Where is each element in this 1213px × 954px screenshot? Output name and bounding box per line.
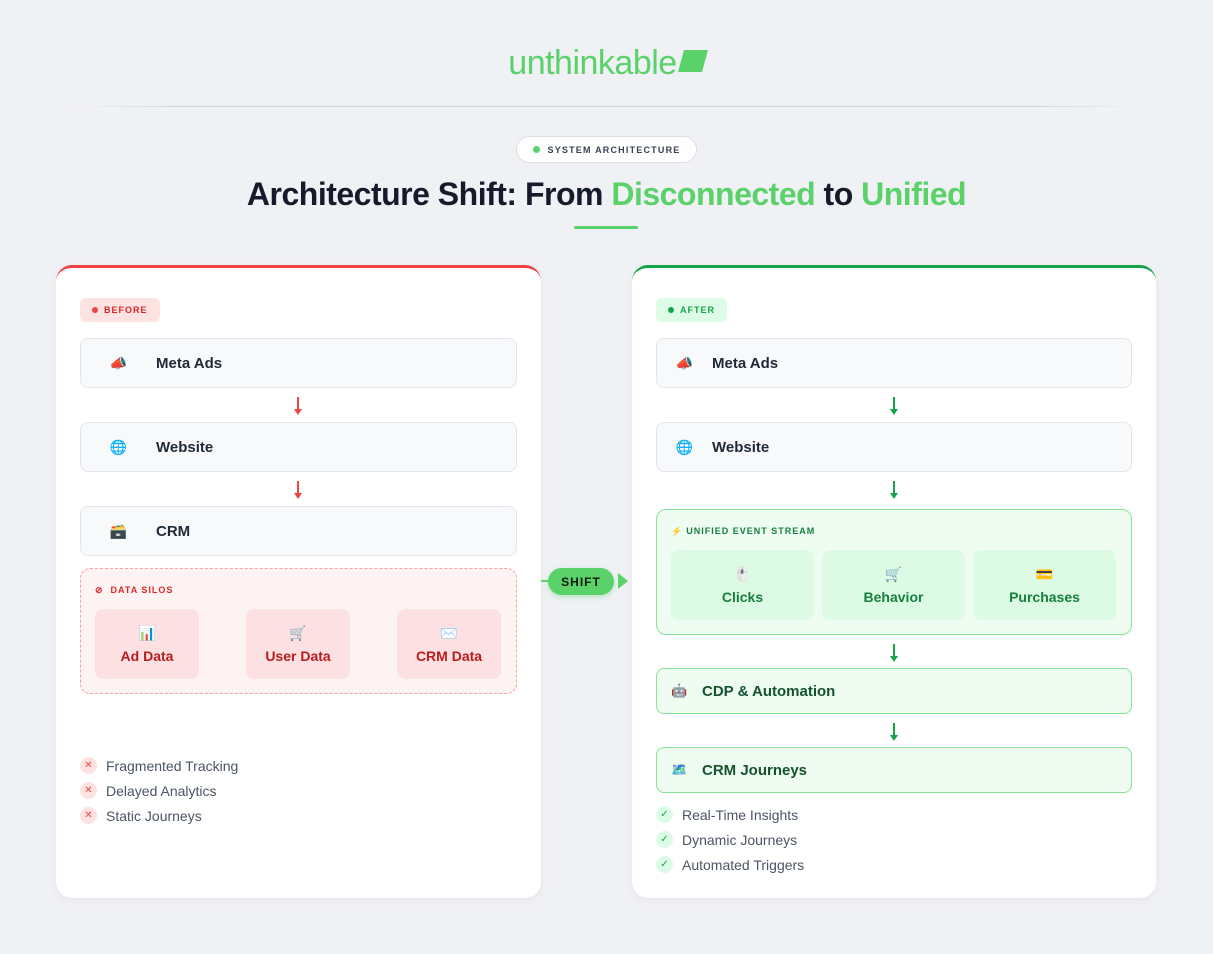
arrow-down — [294, 397, 302, 415]
node-meta-ads: 📣Meta Ads — [656, 338, 1132, 388]
node-meta-ads: 📣Meta Ads — [80, 338, 517, 388]
arrow-down — [294, 481, 302, 499]
tile-crm-data: ✉️CRM Data — [397, 609, 501, 679]
robot-icon: 🤖 — [671, 683, 688, 698]
prohibited-icon: ⊘ — [95, 585, 104, 595]
mouse-icon: 🖱️ — [733, 565, 752, 582]
flag-icon — [677, 50, 708, 72]
x-icon: ✕ — [80, 782, 97, 799]
data-silos: ⊘DATA SILOS 📊Ad Data 🛒User Data ✉️CRM Da… — [80, 568, 517, 694]
envelope-icon: ✉️ — [440, 624, 458, 641]
shift-badge: SHIFT — [548, 568, 614, 595]
globe-icon: 🌐 — [109, 438, 128, 455]
unthinkable-logo: unthinkable — [0, 44, 1213, 83]
list-item: ✕Fragmented Tracking — [80, 753, 238, 778]
title-underline — [574, 226, 638, 229]
node-crm: 🗃️CRM — [80, 506, 517, 556]
unified-event-stream: ⚡UNIFIED EVENT STREAM 🖱️Clicks 🛒Behavior… — [656, 509, 1132, 635]
megaphone-icon: 📣 — [675, 354, 694, 371]
stream-title: ⚡UNIFIED EVENT STREAM — [671, 526, 816, 536]
megaphone-icon: 📣 — [109, 354, 128, 371]
check-icon: ✓ — [656, 806, 673, 823]
shift-arrow-icon — [618, 573, 628, 589]
list-item: ✓Dynamic Journeys — [656, 827, 804, 852]
issues-list: ✕Fragmented Tracking ✕Delayed Analytics … — [80, 753, 238, 828]
arrow-down — [890, 397, 898, 415]
check-icon: ✓ — [656, 856, 673, 873]
tile-user-data: 🛒User Data — [246, 609, 350, 679]
x-icon: ✕ — [80, 757, 97, 774]
lightning-icon: ⚡ — [671, 526, 684, 536]
section-pill: SYSTEM ARCHITECTURE — [516, 136, 697, 163]
globe-icon: 🌐 — [675, 438, 694, 455]
arrow-down — [890, 644, 898, 662]
tile-behavior: 🛒Behavior — [822, 550, 965, 620]
list-item: ✓Real-Time Insights — [656, 802, 804, 827]
page-title: Architecture Shift: From Disconnected to… — [246, 176, 967, 212]
list-item: ✕Delayed Analytics — [80, 778, 238, 803]
map-icon: 🗺️ — [671, 762, 688, 777]
after-badge: AFTER — [656, 298, 727, 322]
x-icon: ✕ — [80, 807, 97, 824]
before-card: BEFORE 📣Meta Ads 🌐Website 🗃️CRM ⊘DATA SI… — [56, 265, 541, 898]
node-website: 🌐Website — [656, 422, 1132, 472]
chart-icon: 📊 — [138, 624, 156, 641]
before-badge: BEFORE — [80, 298, 160, 322]
arrow-down — [890, 481, 898, 499]
list-item: ✓Automated Triggers — [656, 852, 804, 877]
cart-icon: 🛒 — [884, 565, 903, 582]
cart-icon: 🛒 — [289, 624, 307, 641]
list-item: ✕Static Journeys — [80, 803, 238, 828]
node-crm-journeys: 🗺️CRM Journeys — [656, 747, 1132, 793]
pill-label: SYSTEM ARCHITECTURE — [547, 144, 681, 155]
shift-connector — [541, 580, 549, 582]
arrow-down — [890, 723, 898, 741]
node-cdp: 🤖CDP & Automation — [656, 668, 1132, 714]
tile-clicks: 🖱️Clicks — [671, 550, 814, 620]
credit-card-icon: 💳 — [1035, 565, 1054, 582]
logo-text: unthinkable — [508, 44, 677, 82]
after-card: AFTER 📣Meta Ads 🌐Website ⚡UNIFIED EVENT … — [632, 265, 1156, 898]
tile-purchases: 💳Purchases — [973, 550, 1116, 620]
dot-icon — [532, 146, 540, 153]
divider — [75, 106, 1138, 107]
check-icon: ✓ — [656, 831, 673, 848]
benefits-list: ✓Real-Time Insights ✓Dynamic Journeys ✓A… — [656, 802, 804, 877]
card-box-icon: 🗃️ — [109, 522, 128, 539]
silos-title: ⊘DATA SILOS — [95, 585, 174, 595]
tile-ad-data: 📊Ad Data — [95, 609, 199, 679]
node-website: 🌐Website — [80, 422, 517, 472]
